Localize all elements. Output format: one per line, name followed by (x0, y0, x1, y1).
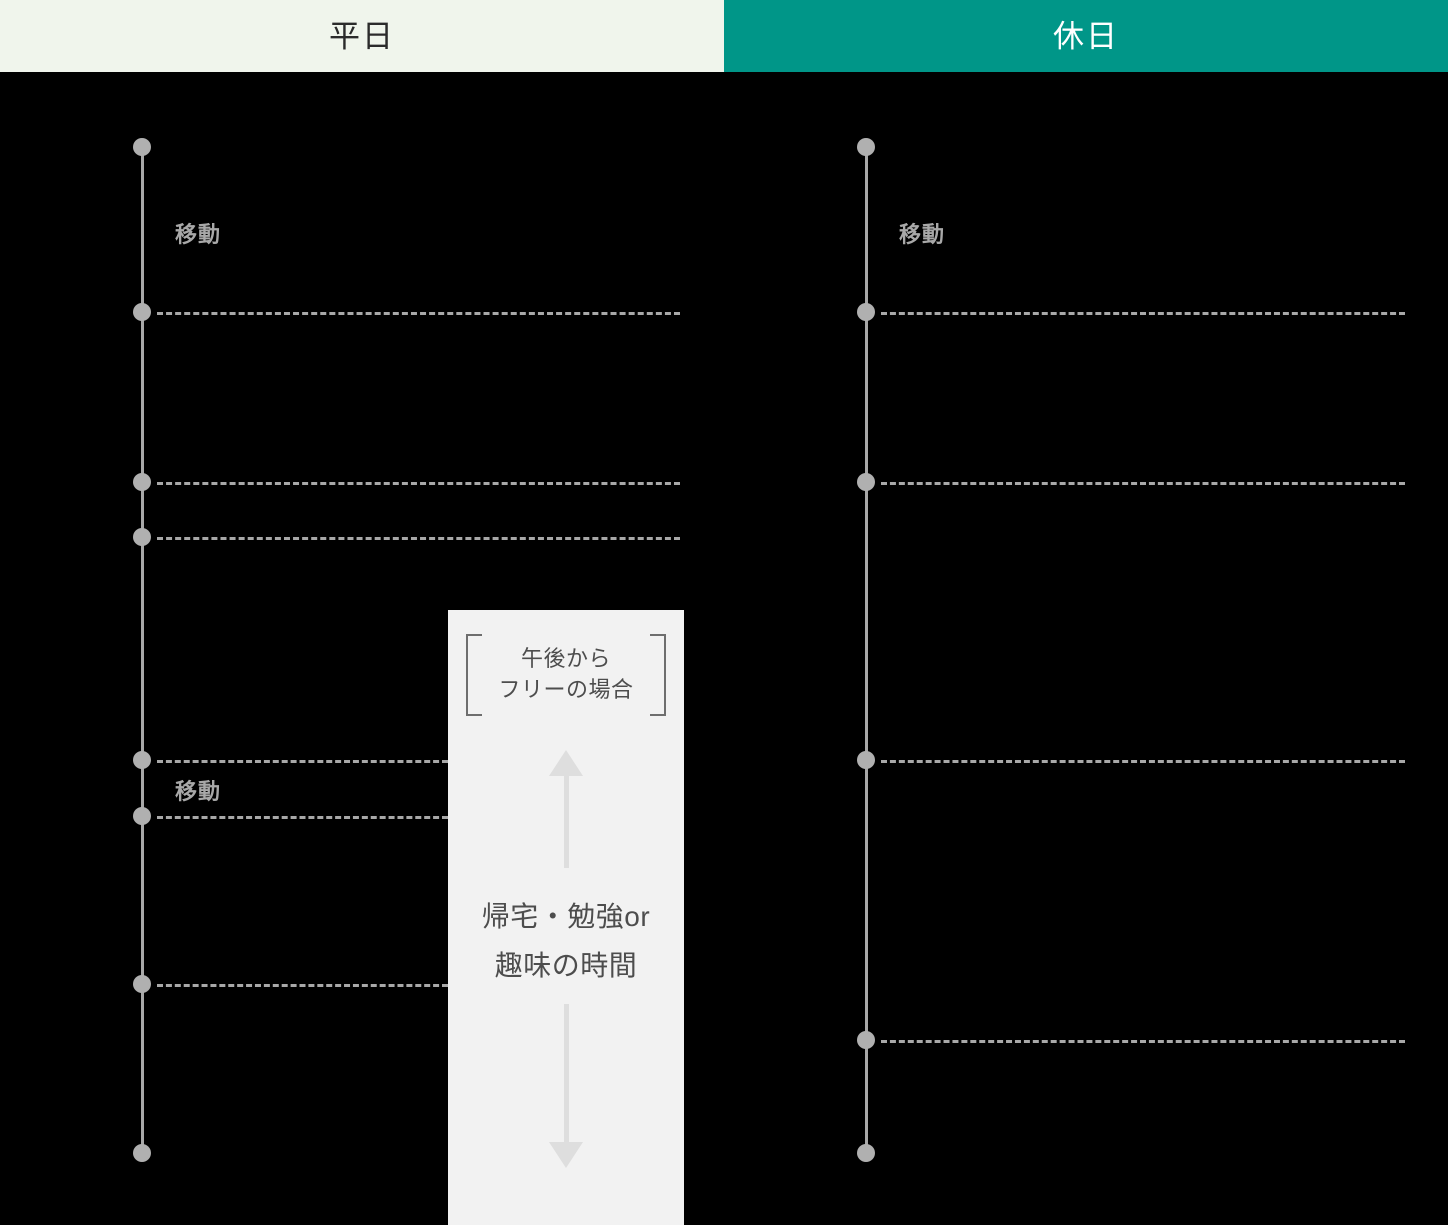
tab-holiday[interactable]: 休日 (724, 0, 1448, 72)
arrow-up-icon (549, 750, 583, 868)
timeline-node-left[interactable] (133, 1144, 151, 1162)
bracket-right-icon (650, 634, 666, 716)
timeline-node-left[interactable] (133, 975, 151, 993)
timeline-node-left[interactable] (133, 473, 151, 491)
timeline-node-right[interactable] (857, 303, 875, 321)
timeline-divider-right (881, 312, 1405, 315)
tab-weekday[interactable]: 平日 (0, 0, 724, 72)
timeline-divider-right (881, 1040, 1405, 1043)
bracket-callout: 午後から フリーの場合 (466, 634, 666, 716)
timeline-divider-left (157, 760, 448, 763)
tab-bar: 平日 休日 (0, 0, 1448, 72)
timeline-node-left[interactable] (133, 807, 151, 825)
move-label-right: 移動 (899, 222, 946, 247)
arrow-down-head (549, 1142, 583, 1168)
timeline-divider-left (157, 537, 680, 540)
move-label-left: 移動 (175, 779, 222, 804)
tab-weekday-label: 平日 (329, 18, 395, 54)
timeline-divider-left (157, 984, 448, 987)
arrow-down-shaft (564, 1004, 569, 1142)
timeline-node-right[interactable] (857, 473, 875, 491)
timeline-node-left[interactable] (133, 751, 151, 769)
arrow-down-icon (549, 1004, 583, 1168)
free-time-description: 帰宅・勉強or 趣味の時間 (481, 901, 651, 981)
timeline-node-right[interactable] (857, 1144, 875, 1162)
timeline-node-left[interactable] (133, 303, 151, 321)
timeline-divider-left (157, 816, 448, 819)
timeline-node-right[interactable] (857, 751, 875, 769)
bracket-callout-text: 午後から フリーの場合 (498, 646, 634, 702)
timeline-rail-right (865, 147, 868, 1153)
schedule-board: 移動移動移動 午後から フリーの場合 帰宅・勉強or 趣味の時間 (0, 72, 1448, 1225)
timeline-node-left[interactable] (133, 528, 151, 546)
bracket-left-icon (466, 634, 482, 716)
arrow-up-head (549, 750, 583, 776)
arrow-up-shaft (564, 774, 569, 868)
timeline-divider-left (157, 482, 680, 485)
free-time-card: 午後から フリーの場合 帰宅・勉強or 趣味の時間 (448, 610, 684, 1225)
timeline-node-left[interactable] (133, 138, 151, 156)
move-label-left: 移動 (175, 222, 222, 247)
timeline-node-right[interactable] (857, 138, 875, 156)
timeline-rail-left (141, 147, 144, 1153)
timeline-divider-right (881, 760, 1405, 763)
timeline-divider-left (157, 312, 680, 315)
timeline-divider-right (881, 482, 1405, 485)
timeline-node-right[interactable] (857, 1031, 875, 1049)
tab-holiday-label: 休日 (1053, 18, 1119, 54)
